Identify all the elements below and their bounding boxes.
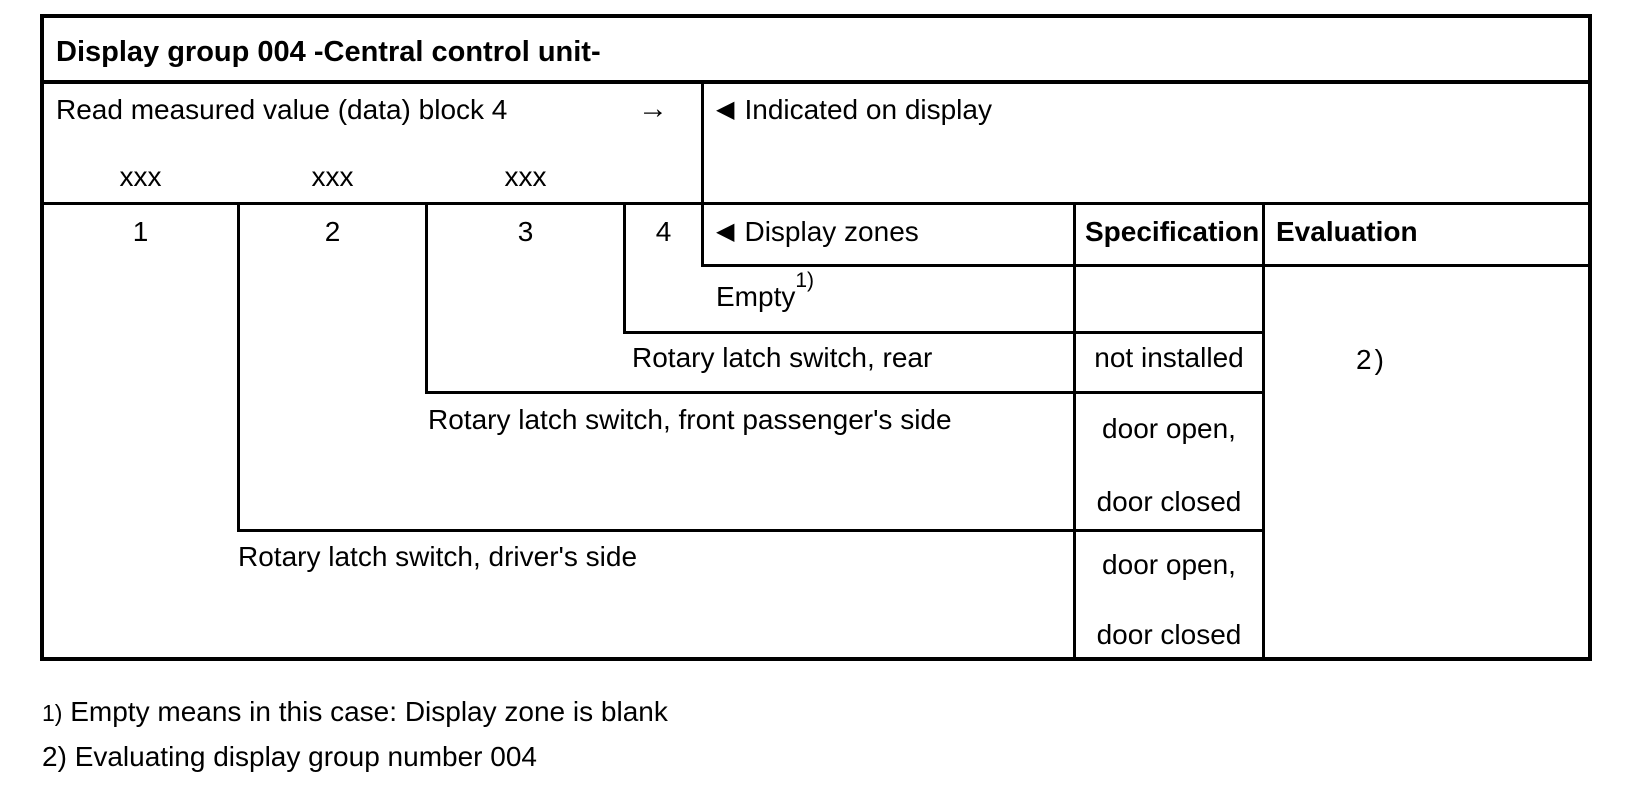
divider-zone2-zone3 [425,202,428,394]
table-border-left [40,14,44,661]
footnote-1-marker: 1) [42,700,63,726]
zone4-description: Empty1) [716,268,815,312]
zone-number-3: 3 [517,216,534,247]
left-triangle-icon: ◀ [716,218,735,245]
read-measured-value-label: Read measured value (data) block 4 [56,94,508,125]
rule-below-xxx-row [40,202,1592,205]
table-border-bottom [40,657,1592,661]
rule-below-header-row [701,264,1592,267]
left-triangle-icon: ◀ [716,96,735,123]
divider-zone3-zone4 [623,202,626,334]
footnote-2-marker: 2) [42,741,67,772]
table-title: Display group 004 -Central control unit- [56,36,601,68]
footnote-1-reference: 1) [795,268,815,292]
divider-specification-column [1073,202,1076,661]
zone2-description: Rotary latch switch, front passenger's s… [428,404,952,435]
divider-indicated-on-display [701,80,704,267]
table-border-top [40,14,1592,18]
rule-below-empty-row [623,331,1265,334]
rule-below-title [40,80,1592,84]
zone-number-1: 1 [132,216,149,247]
rule-below-rear-row [425,391,1265,394]
divider-evaluation-column [1262,202,1265,661]
indicated-on-display-label: ◀Indicated on display [716,94,992,125]
xxx-value-2: xxx [311,161,354,192]
divider-zone1-zone2 [237,202,240,532]
zone-number-2: 2 [324,216,341,247]
xxx-value-1: xxx [119,161,162,192]
display-zones-header: ◀Display zones [716,216,919,247]
right-arrow-icon: → [638,92,668,125]
zone1-description: Rotary latch switch, driver's side [238,541,638,572]
evaluation-header: Evaluation [1276,216,1418,247]
xxx-value-3: xxx [504,161,547,192]
zone-number-4: 4 [655,216,672,247]
table-border-right [1588,14,1592,661]
evaluation-note-reference: 2) [1356,344,1387,375]
zone3-description: Rotary latch switch, rear [632,342,933,373]
rule-below-passenger-row [237,529,1265,532]
spec-zone1-door-open: door open, [1102,549,1236,580]
footnote-1: 1) Empty means in this case: Display zon… [42,696,668,727]
footnote-2: 2) Evaluating display group number 004 [42,741,537,772]
spec-zone1-door-closed: door closed [1096,619,1242,650]
spec-zone2-door-open: door open, [1102,413,1236,444]
spec-zone2-door-closed: door closed [1096,486,1242,517]
specification-header: Specification [1085,216,1260,247]
spec-zone3-not-installed: not installed [1094,342,1244,373]
